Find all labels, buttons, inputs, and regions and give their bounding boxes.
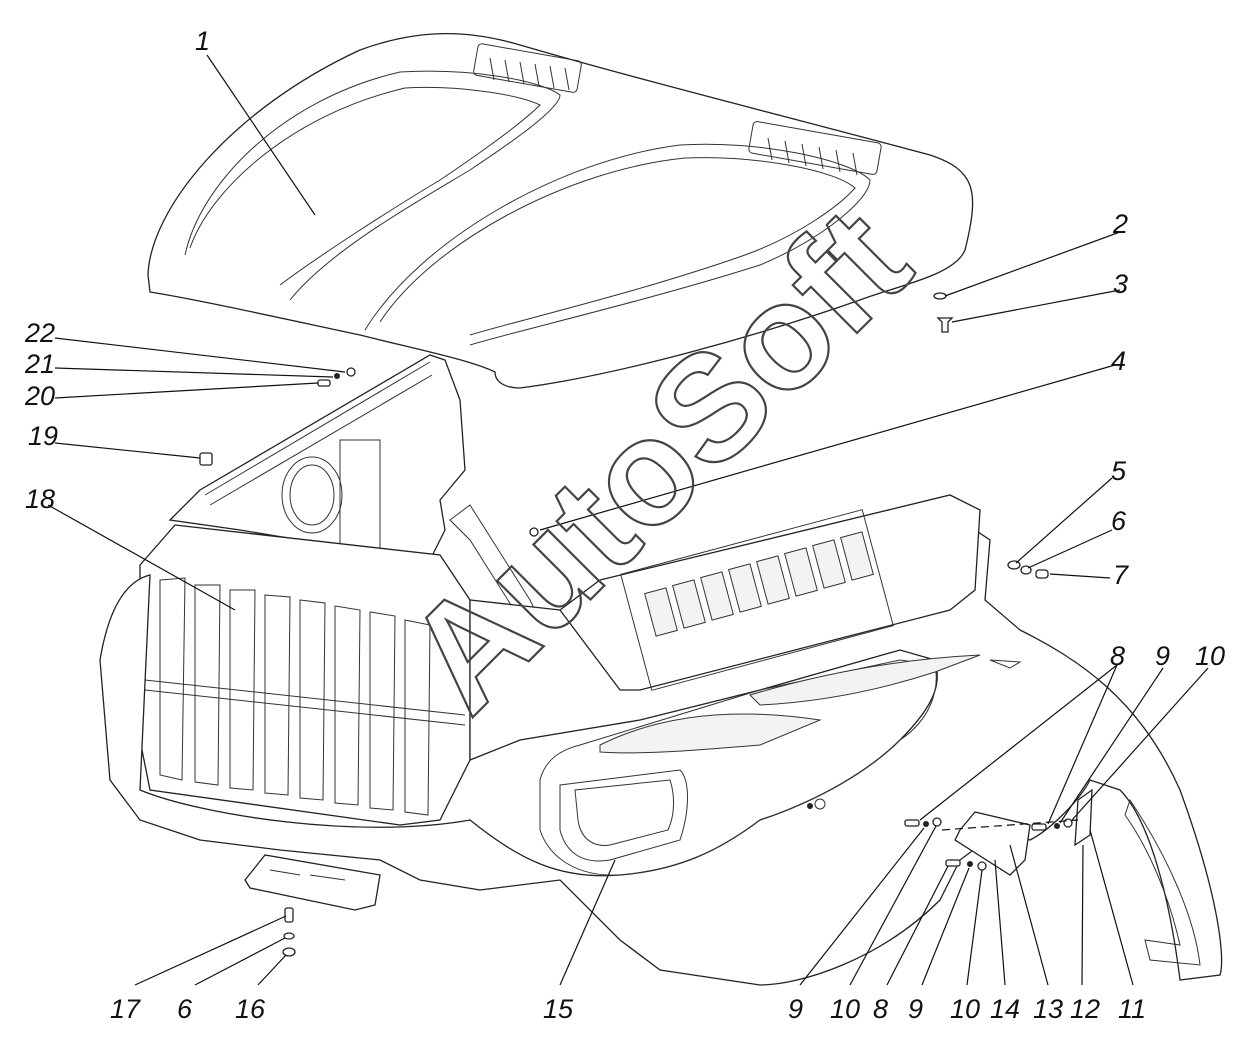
mounting-bracket-12 [1074, 788, 1093, 847]
callout-8b: 8 [873, 994, 888, 1024]
callout-10b: 10 [830, 994, 860, 1024]
fastener-16 [282, 947, 296, 957]
fastener-17 [284, 907, 294, 923]
fastener-8a [904, 819, 920, 827]
fastener-20 [317, 379, 331, 387]
fastener-21 [334, 373, 340, 379]
fastener-9b [1054, 823, 1060, 829]
front-grille-part [139, 524, 471, 826]
fastener-22 [346, 367, 356, 377]
callout-9c: 9 [908, 994, 923, 1024]
grille-slots [159, 577, 431, 816]
callout-2: 2 [1112, 209, 1128, 239]
callout-12: 12 [1070, 994, 1100, 1024]
callout-3: 3 [1113, 269, 1128, 299]
fastener-10a [932, 817, 942, 827]
callout-4: 4 [1111, 346, 1126, 376]
cowl-vent-panel [559, 494, 1022, 754]
hood-vent-right [748, 121, 882, 176]
leader-lines [47, 54, 1209, 986]
callout-1: 1 [195, 26, 210, 56]
callout-10a: 10 [1195, 641, 1225, 671]
callout-7: 7 [1113, 560, 1129, 590]
callout-10c: 10 [950, 994, 980, 1024]
callout-8a: 8 [1110, 641, 1125, 671]
callout-18: 18 [25, 484, 55, 514]
vent-louvers [644, 531, 874, 637]
callout-22: 22 [24, 318, 55, 348]
callout-17: 17 [110, 994, 141, 1024]
fastener-10b [1063, 818, 1073, 828]
hood-part [147, 32, 974, 389]
callout-21: 21 [24, 349, 55, 379]
fastener-6b [283, 932, 295, 940]
callout-6a: 6 [1111, 506, 1127, 536]
fastener-7 [1035, 569, 1049, 579]
callout-15: 15 [543, 994, 574, 1024]
callout-11: 11 [1118, 994, 1146, 1024]
fastener-3 [936, 317, 954, 333]
fastener-9a [923, 821, 929, 827]
callout-6b: 6 [177, 994, 193, 1024]
hood-vent-left [473, 43, 582, 93]
fastener-19 [199, 452, 213, 466]
fastener-4 [529, 527, 539, 537]
callout-9a: 9 [1155, 641, 1170, 671]
skid-plate-bracket [244, 854, 381, 911]
callout-19: 19 [28, 421, 58, 451]
fastener-5 [1007, 560, 1021, 570]
callout-16: 16 [235, 994, 266, 1024]
callout-5: 5 [1111, 456, 1127, 486]
fastener-8b [1031, 823, 1047, 831]
callout-labels: 1 2 3 4 5 6 7 8 9 10 18 19 20 21 22 17 6… [24, 26, 1225, 1024]
callout-9b: 9 [788, 994, 803, 1024]
fastener-9c [967, 861, 973, 867]
fastener-10c [977, 861, 987, 871]
callout-13: 13 [1033, 994, 1063, 1024]
callout-20: 20 [24, 381, 55, 411]
fastener-8c [945, 859, 961, 867]
callout-14: 14 [990, 994, 1020, 1024]
